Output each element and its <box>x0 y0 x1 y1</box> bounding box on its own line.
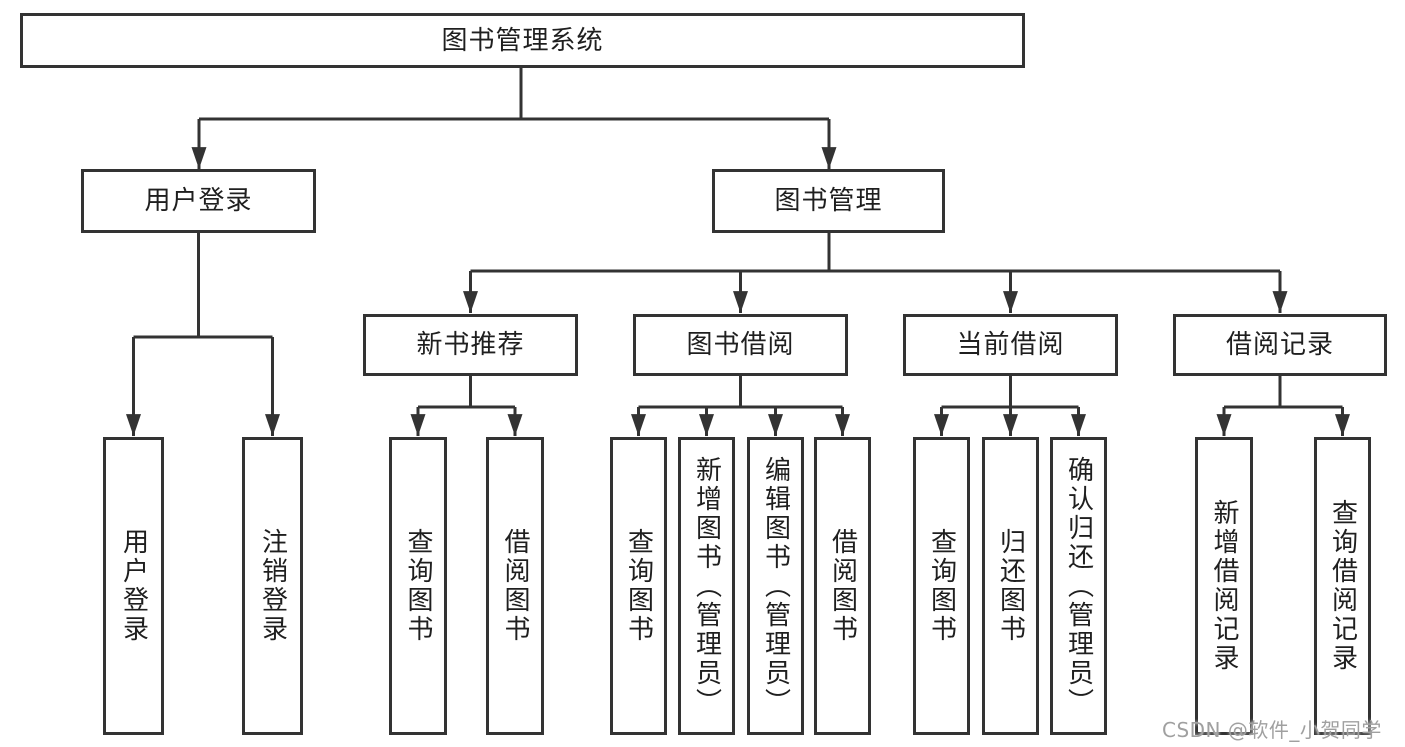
leaf-confirm-return-admin: 确认归还（管理员） <box>1050 437 1107 735</box>
node-library-system: 图书管理系统 <box>20 13 1025 68</box>
leaf-edit-books-admin: 编辑图书（管理员） <box>747 437 804 735</box>
node-label: 归还图书 <box>995 528 1026 644</box>
leaf-logout-login: 注销登录 <box>242 437 303 735</box>
leaf-borrow-books: 借阅图书 <box>814 437 871 735</box>
node-label: 查询图书 <box>926 528 957 644</box>
node-label: 查询借阅记录 <box>1327 499 1358 673</box>
leaf-query-books: 查询图书 <box>913 437 970 735</box>
leaf-borrow-books: 借阅图书 <box>486 437 544 735</box>
node-current-borrowing: 当前借阅 <box>903 314 1118 376</box>
node-label: 用户登录 <box>144 186 253 216</box>
node-label: 借阅图书 <box>500 528 530 644</box>
node-label: 当前借阅 <box>956 330 1065 360</box>
node-borrowing-records: 借阅记录 <box>1173 314 1387 376</box>
node-book-management: 图书管理 <box>712 169 945 233</box>
node-label: 借阅记录 <box>1225 330 1334 360</box>
leaf-query-books: 查询图书 <box>389 437 447 735</box>
node-label: 新增图书（管理员） <box>691 455 722 717</box>
node-label: 确认归还（管理员） <box>1063 455 1094 717</box>
leaf-add-borrow-record: 新增借阅记录 <box>1195 437 1253 735</box>
leaf-query-borrow-record: 查询借阅记录 <box>1314 437 1371 735</box>
node-label: 图书管理 <box>774 186 883 216</box>
node-label: 图书借阅 <box>686 330 795 360</box>
node-label: 新书推荐 <box>416 330 525 360</box>
node-book-borrowing: 图书借阅 <box>633 314 848 376</box>
node-label: 用户登录 <box>118 528 149 644</box>
node-label: 查询图书 <box>403 528 433 644</box>
leaf-user-login: 用户登录 <box>103 437 164 735</box>
node-user-login: 用户登录 <box>81 169 316 233</box>
leaf-return-books: 归还图书 <box>982 437 1039 735</box>
node-label: 编辑图书（管理员） <box>760 455 791 717</box>
node-label: 注销登录 <box>257 528 288 644</box>
node-new-book-recommend: 新书推荐 <box>363 314 578 376</box>
node-label: 图书管理系统 <box>441 25 604 56</box>
leaf-add-books-admin: 新增图书（管理员） <box>678 437 735 735</box>
csdn-watermark: CSDN @软件_小贺同学 <box>1162 718 1382 742</box>
node-label: 新增借阅记录 <box>1209 499 1239 673</box>
node-label: 查询图书 <box>623 528 654 644</box>
leaf-query-books: 查询图书 <box>610 437 667 735</box>
node-label: 借阅图书 <box>827 528 858 644</box>
